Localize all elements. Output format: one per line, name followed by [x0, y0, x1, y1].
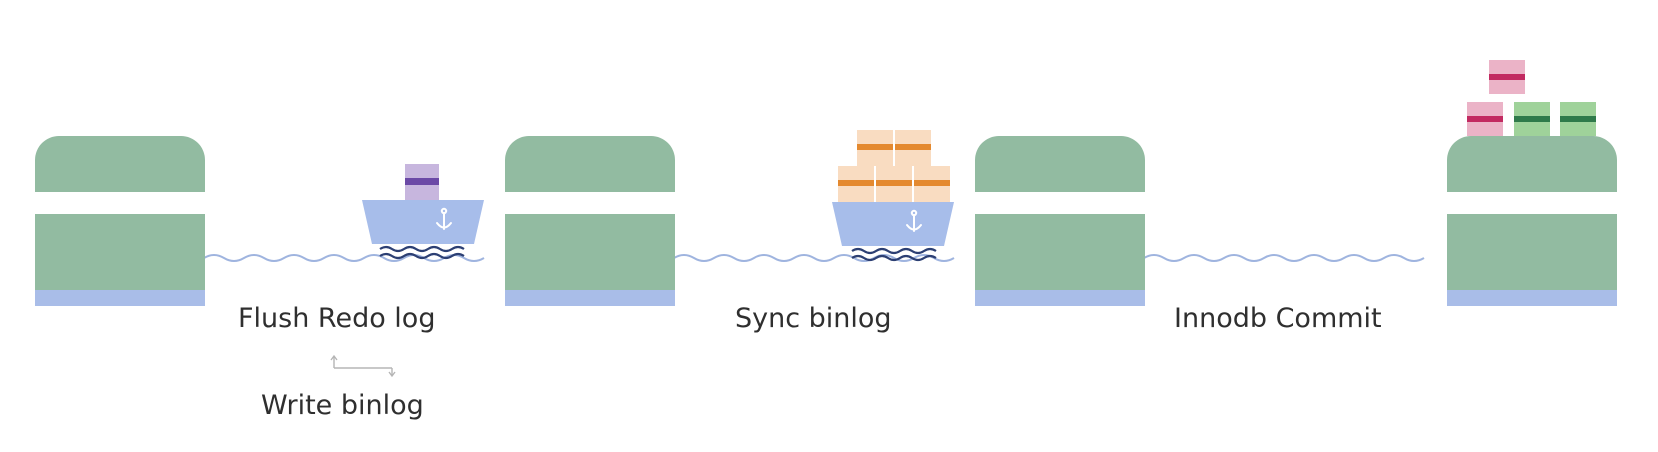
- cargo-stack-final: [1467, 60, 1596, 136]
- stage-label-flush-redo-log: Flush Redo log: [238, 303, 436, 334]
- cargo-stack-orange: [838, 130, 950, 202]
- ship-2: [832, 130, 954, 262]
- water-line-3: [1143, 254, 1425, 262]
- anchor-icon: [906, 209, 922, 232]
- water-line-2: [673, 254, 955, 262]
- stage-label-innodb-commit: Innodb Commit: [1174, 303, 1382, 334]
- water-line-1: [203, 254, 485, 262]
- dock-4: [1447, 136, 1617, 306]
- cargo-box-purple: [405, 164, 439, 200]
- dock-1: [35, 136, 205, 306]
- dock-2: [505, 136, 675, 306]
- dock-3: [975, 136, 1145, 306]
- wave-icon: [851, 247, 937, 262]
- anchor-icon: [436, 207, 452, 230]
- wave-icon: [379, 245, 465, 260]
- stage-label-sync-binlog: Sync binlog: [735, 303, 892, 334]
- ship-1: [362, 164, 484, 260]
- sub-step-label-write-binlog: Write binlog: [261, 390, 424, 421]
- swap-arrow-icon: [330, 354, 396, 378]
